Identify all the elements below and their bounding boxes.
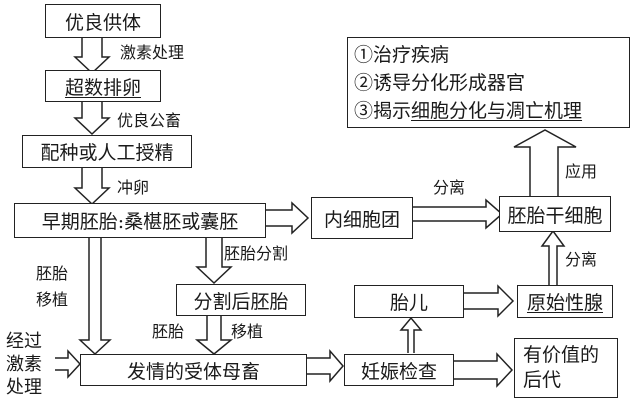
application-item-2: ②诱导分化形成器官 — [354, 72, 526, 94]
label-transfer-line1: 胚胎 — [36, 264, 69, 283]
label-isolate-gonad: 分离 — [565, 250, 598, 269]
box-recipient-text: 发情的受体母畜 — [126, 360, 260, 383]
box-fetus-text: 胎儿 — [389, 292, 428, 314]
arrow-icm-to-es — [412, 198, 504, 230]
label-flush-eggs: 冲卵 — [117, 178, 150, 197]
application-item-3: ③揭示细胞分化与凋亡机理 — [354, 97, 629, 125]
arrow-gonad-to-es — [540, 229, 566, 286]
arrow-es-to-applications — [513, 129, 577, 196]
box-applications: ①治疗疾病 ②诱导分化形成器官 ③揭示细胞分化与凋亡机理 — [347, 37, 630, 128]
box-mating-text: 配种或人工授精 — [40, 142, 174, 164]
label-split-transfer-left: 胚胎 — [152, 322, 185, 341]
arrow-mating-to-early-embryo — [73, 168, 111, 206]
box-es-cells: 胚胎干细胞 — [499, 196, 611, 232]
box-superovulation: 超数排卵 — [45, 70, 161, 102]
box-pregnancy-check: 妊娠检查 — [344, 354, 454, 386]
box-inner-cell-mass-text: 内细胞团 — [323, 208, 400, 231]
arrow-embryo-to-icm — [266, 201, 310, 235]
label-treated-line2: 激素 — [6, 354, 42, 375]
label-isolate-icm: 分离 — [433, 178, 466, 197]
label-embryo-split: 胚胎分割 — [224, 244, 289, 263]
label-treated-line3: 处理 — [6, 377, 42, 398]
box-split-embryo: 分割后胚胎 — [176, 284, 306, 316]
label-hormone-treatment: 激素处理 — [120, 43, 185, 62]
box-early-embryo-text: 早期胚胎:桑椹胚或囊胚 — [41, 211, 239, 233]
box-donor: 优良供体 — [45, 4, 161, 38]
arrow-embryo-to-split — [195, 238, 233, 285]
box-primordial-gonad-text: 原始性腺 — [526, 292, 603, 314]
box-inner-cell-mass: 内细胞团 — [311, 197, 413, 239]
label-transfer-line2: 移植 — [36, 290, 69, 309]
box-fetus: 胎儿 — [354, 285, 464, 318]
label-treated-line1: 经过 — [6, 331, 42, 352]
arrow-check-to-offspring — [452, 352, 514, 388]
label-split-transfer-right: 移植 — [231, 322, 264, 341]
application-item-3-underlined: 细胞分化与凋亡机理 — [411, 100, 583, 122]
box-es-cells-text: 胚胎干细胞 — [507, 204, 603, 227]
arrow-superovulation-to-mating — [73, 101, 111, 136]
box-offspring-line2: 后代 — [523, 369, 562, 391]
box-primordial-gonad: 原始性腺 — [517, 285, 613, 318]
arrow-embryo-to-recipient — [78, 238, 112, 356]
arrow-check-to-fetus — [399, 316, 423, 353]
arrow-fetus-to-gonad — [464, 284, 515, 318]
box-superovulation-text: 超数排卵 — [64, 76, 141, 99]
box-mating: 配种或人工授精 — [22, 135, 192, 168]
arrow-hormone-to-recipient — [55, 349, 82, 379]
box-offspring-line1: 有价值的 — [523, 344, 600, 366]
box-recipient: 发情的受体母畜 — [80, 354, 307, 386]
box-early-embryo: 早期胚胎:桑椹胚或囊胚 — [14, 203, 266, 238]
application-item-1: ①治疗疾病 — [354, 44, 450, 66]
box-pregnancy-check-text: 妊娠检查 — [360, 360, 437, 383]
arrow-donor-to-superovulation — [73, 38, 111, 75]
label-good-male: 优良公畜 — [117, 111, 182, 130]
label-apply: 应用 — [565, 162, 598, 181]
arrow-recipient-to-check — [305, 348, 344, 384]
box-valuable-offspring: 有价值的 后代 — [514, 338, 618, 398]
box-split-embryo-text: 分割后胚胎 — [193, 290, 289, 313]
application-item-3-prefix: ③揭示 — [354, 100, 412, 122]
box-donor-text: 优良供体 — [64, 11, 141, 34]
arrow-split-to-recipient — [194, 316, 234, 355]
